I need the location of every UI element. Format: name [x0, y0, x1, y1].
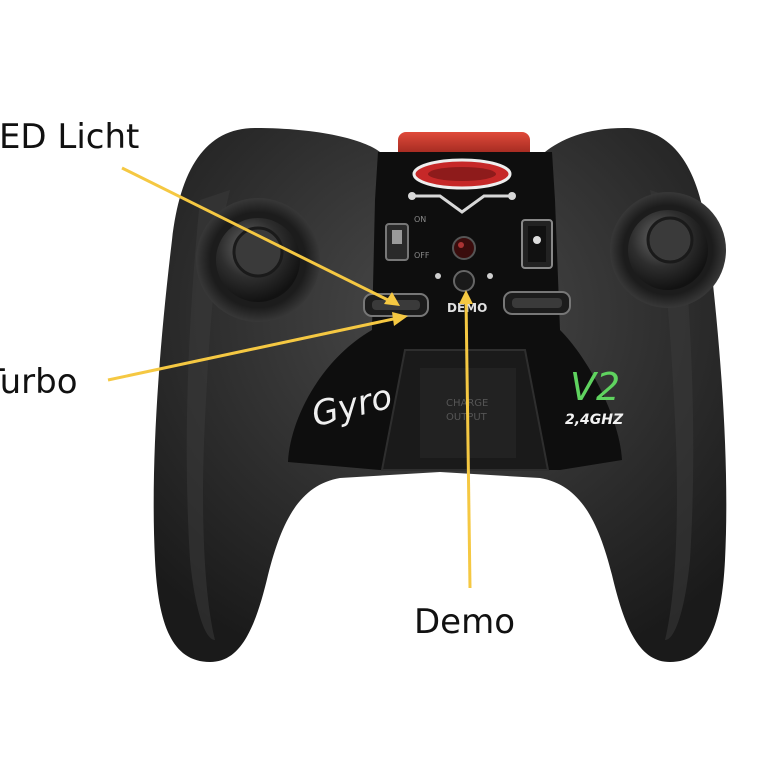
left-grip-highlight [186, 190, 230, 640]
arrow-led [121, 166, 393, 304]
callout-demo: Demo [414, 602, 516, 642]
arrow-turbo [107, 316, 399, 382]
arrow-demo [464, 297, 472, 589]
switch-on-text: ON [414, 215, 426, 224]
switch-off-text: OFF [414, 251, 430, 260]
version-mark: V2 [570, 365, 620, 409]
callout-turbo: Turbo [0, 362, 78, 402]
callout-led-light: LED Licht [0, 117, 140, 157]
demo-button[interactable] [453, 270, 475, 292]
frequency-label: 2,4GHZ [565, 412, 624, 428]
panel-chevron-line [412, 194, 512, 214]
led-indicator [452, 236, 476, 260]
